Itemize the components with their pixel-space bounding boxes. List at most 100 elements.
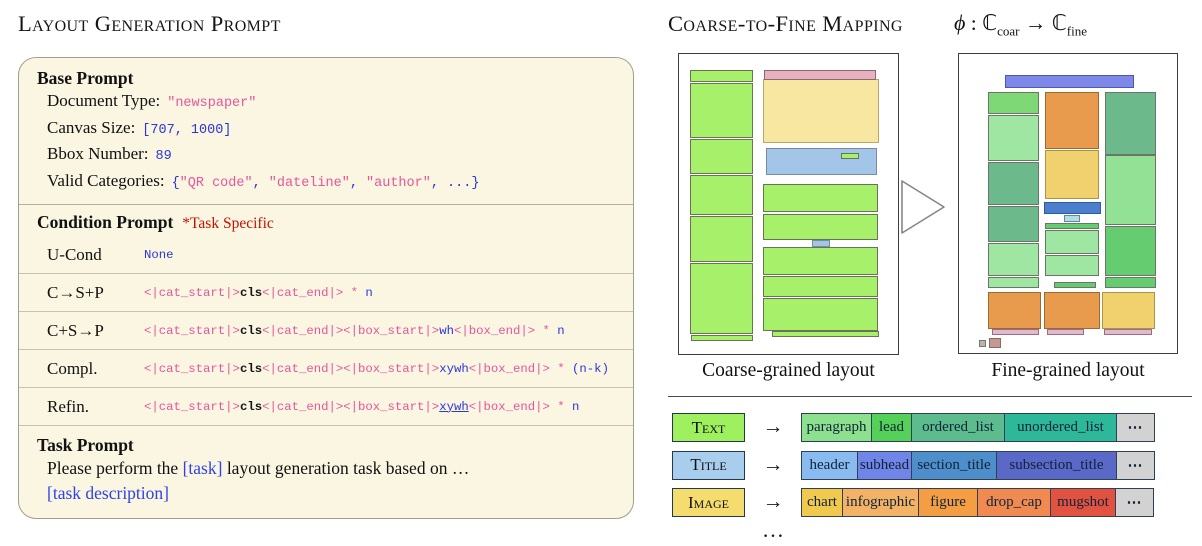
code-segment: { [171,175,180,191]
layout-box [765,148,877,175]
code-segment: wh [439,323,454,338]
arrow-right-icon: → [762,451,784,476]
code-segment: [task description] [47,482,169,503]
base-prompt-value: [707, 1000] [142,123,231,138]
mapping-target-cell: ordered_list [911,413,1005,442]
mapping-target-cell: figure [918,488,978,517]
layout-box [690,139,753,174]
task-specific-note: *Task Specific [182,215,274,232]
mapping-target-cell: unordered_list [1004,413,1117,442]
horizontal-separator [668,396,1192,397]
code-segment: n [365,285,373,300]
section-divider [19,204,633,205]
layout-box [811,240,830,247]
row-divider [19,425,633,426]
code-segment: cls [239,361,263,376]
code-segment: , [349,175,367,191]
code-segment: <|cat_end|><|box_start|> [262,323,440,338]
layout-box [1105,276,1156,288]
arrow-right-icon: → [762,414,784,438]
mapping-target-cell: paragraph [801,413,872,442]
layout-box [1045,150,1099,199]
condition-row-code: <|cat_start|>cls<|cat_end|><|box_start|>… [144,400,579,414]
mapping-target-cell: drop_cap [977,488,1051,517]
layout-box [1064,215,1080,222]
condition-row-code: <|cat_start|>cls<|cat_end|><|box_start|>… [144,324,565,338]
layout-box [1104,328,1152,335]
layout-box [763,70,876,80]
condition-row-label: Refin. [47,396,90,416]
base-prompt-label: Canvas Size: [47,117,136,137]
layout-box [1044,292,1100,329]
ellipsis-cell: ⋯ [1116,413,1155,442]
layout-box [988,276,1039,288]
base-prompt-value: "newspaper" [167,96,256,111]
layout-box [1005,75,1134,88]
mapping-source-label: Image [688,492,729,512]
base-prompt-value: 89 [156,149,172,164]
condition-row-code: None [144,248,174,262]
code-segment: <|box_end|> [453,323,536,338]
coarse-layout-frame [678,53,899,355]
task-prompt-heading: Task Prompt [37,435,134,455]
layout-box [1054,282,1096,288]
layout-box [690,83,753,138]
code-segment: <|cat_end|><|box_start|> [262,399,440,414]
layout-box [1105,155,1156,225]
layout-box [988,115,1039,161]
code-segment: cls [239,323,263,338]
code-segment: , ...} [430,175,480,191]
layout-box [989,338,1001,348]
condition-row: C+S→P <|cat_start|>cls<|cat_end|><|box_st… [47,312,615,349]
layout-box [763,184,878,212]
layout-box [1047,328,1084,335]
layout-box [988,92,1039,114]
condition-row-label: U-Cond [47,244,102,264]
layout-box [1045,92,1099,149]
code-segment: n [557,323,565,338]
code-segment: xywh [439,399,469,414]
layout-box [979,339,986,347]
code-segment: xywh [439,361,469,376]
layout-box [763,247,878,275]
task-prompt-line: [task description] [47,481,615,506]
code-segment: <|cat_end|><|box_start|> [262,361,440,376]
condition-row-label: C+S→P [47,320,104,340]
code-segment: <|cat_start|> [144,285,240,300]
condition-row: U-Cond None [47,236,615,273]
layout-box [763,213,878,240]
right-triangle-icon [901,180,945,234]
layout-box [690,263,753,334]
row-divider [19,387,633,388]
mapping-formula: ϕ : ℂcoar → ℂfine [954,10,1087,39]
task-prompt-line: Please perform the [task] layout generat… [47,456,615,481]
code-segment: "QR code" [179,175,253,191]
code-segment: "newspaper" [167,96,257,111]
code-segment: cls [239,285,263,300]
layout-box [1044,202,1101,214]
code-segment: <|cat_start|> [144,361,240,376]
code-segment: Please perform the [47,458,183,478]
mapping-target-cell: section_title [911,450,997,480]
mapping-target-cell: lead [871,413,912,442]
base-prompt-label: Document Type: [47,91,161,110]
code-segment: , [252,175,269,191]
code-segment: * [535,323,558,338]
condition-row: Compl. <|cat_start|>cls<|cat_end|><|box_s… [47,350,615,387]
layout-box [763,297,878,331]
mapping-source-label: Title [690,455,727,474]
code-segment: * [549,361,573,376]
base-prompt-line: Bbox Number:89 [47,142,615,169]
layout-box [1105,225,1156,276]
condition-row-label: Compl. [47,358,98,378]
arrow-right-icon: → [762,489,784,513]
base-prompt-section: Document Type: "newspaper" Canvas Size: [70… [37,89,615,195]
code-segment: <|box_end|> [468,399,550,414]
code-segment: "author" [366,175,431,191]
fine-layout-caption: Fine-grained layout [991,360,1145,381]
